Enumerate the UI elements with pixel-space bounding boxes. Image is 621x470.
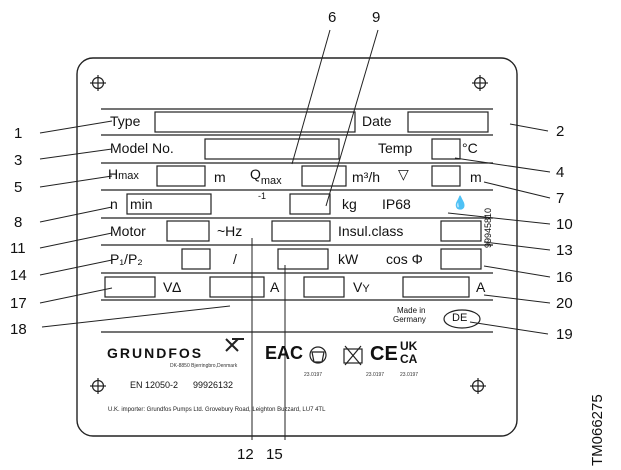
label-made-in: Made in [397, 306, 426, 315]
brand-en: EN 12050-2 [130, 380, 179, 390]
label-slash: / [233, 251, 237, 267]
label-n: n [110, 196, 118, 212]
callout-5: 5 [14, 179, 23, 196]
brand-importer: U.K. importer: Grundfos Pumps Ltd. Grove… [108, 407, 326, 413]
plate-outline [76, 57, 518, 437]
callout-3: 3 [14, 152, 23, 169]
label-kw: kW [338, 251, 359, 267]
callout-12: 12 [237, 446, 254, 463]
corner-mark-icon [90, 378, 106, 394]
label-hmax-sub: max [118, 170, 139, 182]
label-unit-m3h: m³/h [352, 169, 380, 185]
de-oval [443, 309, 481, 329]
figure-code: TM066275 [589, 394, 606, 466]
label-qmax: Qmax [250, 166, 282, 187]
corner-mark-icon [90, 75, 106, 91]
label-p1p2: P₁/P₂ [110, 251, 143, 267]
label-model-no: Model No. [110, 140, 174, 156]
callout-9: 9 [372, 9, 381, 26]
label-qmax-q: Q [250, 166, 261, 182]
label-hmax: Hmax [108, 167, 139, 182]
star-connection-icon: Y [362, 283, 370, 295]
callout-2: 2 [556, 123, 565, 140]
label-hz: ~Hz [217, 223, 243, 239]
mark-ukca-bottom: CA [400, 352, 418, 366]
label-v-star: VY [353, 280, 370, 295]
mark-date-3: 23.0197 [400, 372, 419, 378]
callout-8: 8 [14, 214, 23, 231]
brand-name: GRUNDFOS [107, 345, 204, 361]
label-insul-class: Insul.class [338, 223, 404, 239]
callout-18: 18 [10, 321, 27, 338]
water-drops-icon: 💧 [452, 195, 469, 210]
plate-rules [101, 108, 493, 333]
level-icon: ▽ [398, 166, 409, 182]
label-a2: A [476, 279, 486, 295]
label-qmax-sub: max [260, 175, 282, 187]
callout-15: 15 [266, 446, 283, 463]
mark-ce: CE [370, 343, 398, 365]
callout-7: 7 [556, 190, 565, 207]
label-unit-m2: m [470, 169, 482, 185]
callout-leaders [39, 29, 551, 440]
mark-date-2: 23.0197 [366, 372, 385, 378]
side-code: 99945810 [483, 207, 493, 248]
callout-20: 20 [556, 295, 573, 312]
mark-ukca-top: UK [400, 339, 418, 353]
certification-marks-icon [309, 345, 363, 366]
label-temp: Temp [378, 140, 413, 156]
label-v-star-text: V [353, 279, 363, 295]
callout-6: 6 [328, 9, 337, 26]
label-min: min [130, 196, 153, 212]
label-hmax-h: H [108, 166, 119, 182]
label-germany: Germany [393, 315, 426, 324]
callout-13: 13 [556, 242, 573, 259]
label-v-delta: V∆ [163, 279, 181, 295]
label-minus1: -1 [258, 191, 267, 201]
brand-code: 99926132 [193, 380, 234, 390]
brand-address: DK-8850 Bjerringbro,Denmark [170, 363, 238, 369]
label-de: DE [452, 312, 468, 324]
label-type: Type [110, 113, 141, 129]
label-kg: kg [342, 196, 357, 212]
label-a1: A [270, 279, 280, 295]
label-unit-m: m [214, 169, 226, 185]
corner-mark-icon [470, 378, 486, 394]
callout-14: 14 [10, 267, 27, 284]
callout-1: 1 [14, 125, 23, 142]
callout-16: 16 [556, 269, 573, 286]
mark-eac: EAC [265, 343, 304, 363]
label-deg-c: °C [462, 140, 478, 156]
callout-4: 4 [556, 164, 565, 181]
callout-19: 19 [556, 326, 573, 343]
label-ip68: IP68 [382, 196, 411, 212]
callout-10: 10 [556, 216, 573, 233]
callout-17: 17 [10, 295, 27, 312]
callout-11: 11 [10, 240, 26, 257]
label-date: Date [362, 113, 392, 129]
corner-mark-icon [472, 75, 488, 91]
label-cos-phi: cos Φ [386, 251, 423, 267]
grundfos-logo-icon [225, 338, 244, 352]
label-motor: Motor [110, 223, 146, 239]
mark-date-1: 23.0197 [304, 372, 323, 378]
